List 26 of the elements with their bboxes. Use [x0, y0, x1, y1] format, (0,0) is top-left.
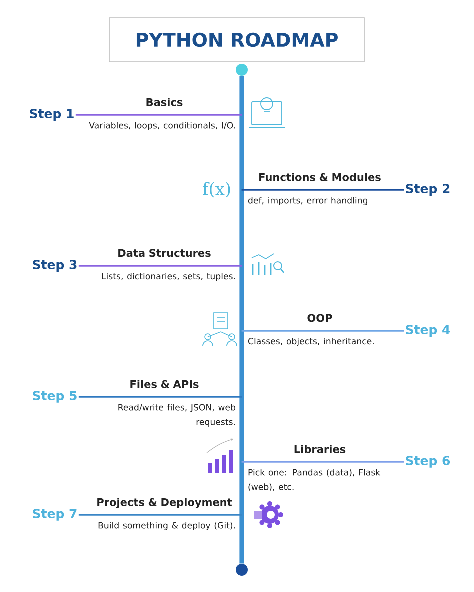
connector-line: [78, 396, 242, 398]
step-label: Step 4: [406, 325, 450, 337]
topic-text: Data Structures Lists, dictionaries, sets, tuples.: [102, 249, 236, 282]
function-symbol: f(x): [203, 182, 230, 198]
step-label: Step 7: [33, 509, 77, 521]
connector-line: [78, 265, 242, 267]
topic-text: Functions & Modules def, imports, error handling: [248, 173, 381, 206]
step-label: Step 6: [406, 456, 450, 468]
step-label: Step 5: [33, 391, 77, 403]
step-label: Step 1: [30, 109, 74, 121]
title-box: PYTHON ROADMAP: [109, 18, 365, 62]
connector-line: [240, 76, 244, 564]
connector-line: [242, 330, 404, 332]
topic-text: Projects & Deployment Build something & deploy (Git).: [98, 498, 236, 530]
connector-line: [76, 114, 242, 116]
topic-text: OOP Classes, objects, inheritance.: [248, 314, 374, 346]
connector-line: [242, 189, 404, 191]
step-label: Step 2: [406, 184, 450, 196]
topic-text: Libraries Pick one: Pandas (data), Flask (web), etc.: [248, 445, 381, 492]
timeline-dot: [236, 564, 248, 576]
connector-line: [78, 514, 242, 516]
timeline-dot: [236, 64, 248, 76]
topic-text: Files & APIs Read/write files, JSON, web requests.: [118, 380, 236, 427]
connector-line: [242, 461, 404, 463]
step-label: Step 3: [33, 260, 77, 272]
topic-text: Basics Variables, loops, conditionals, I/O.: [89, 98, 236, 130]
